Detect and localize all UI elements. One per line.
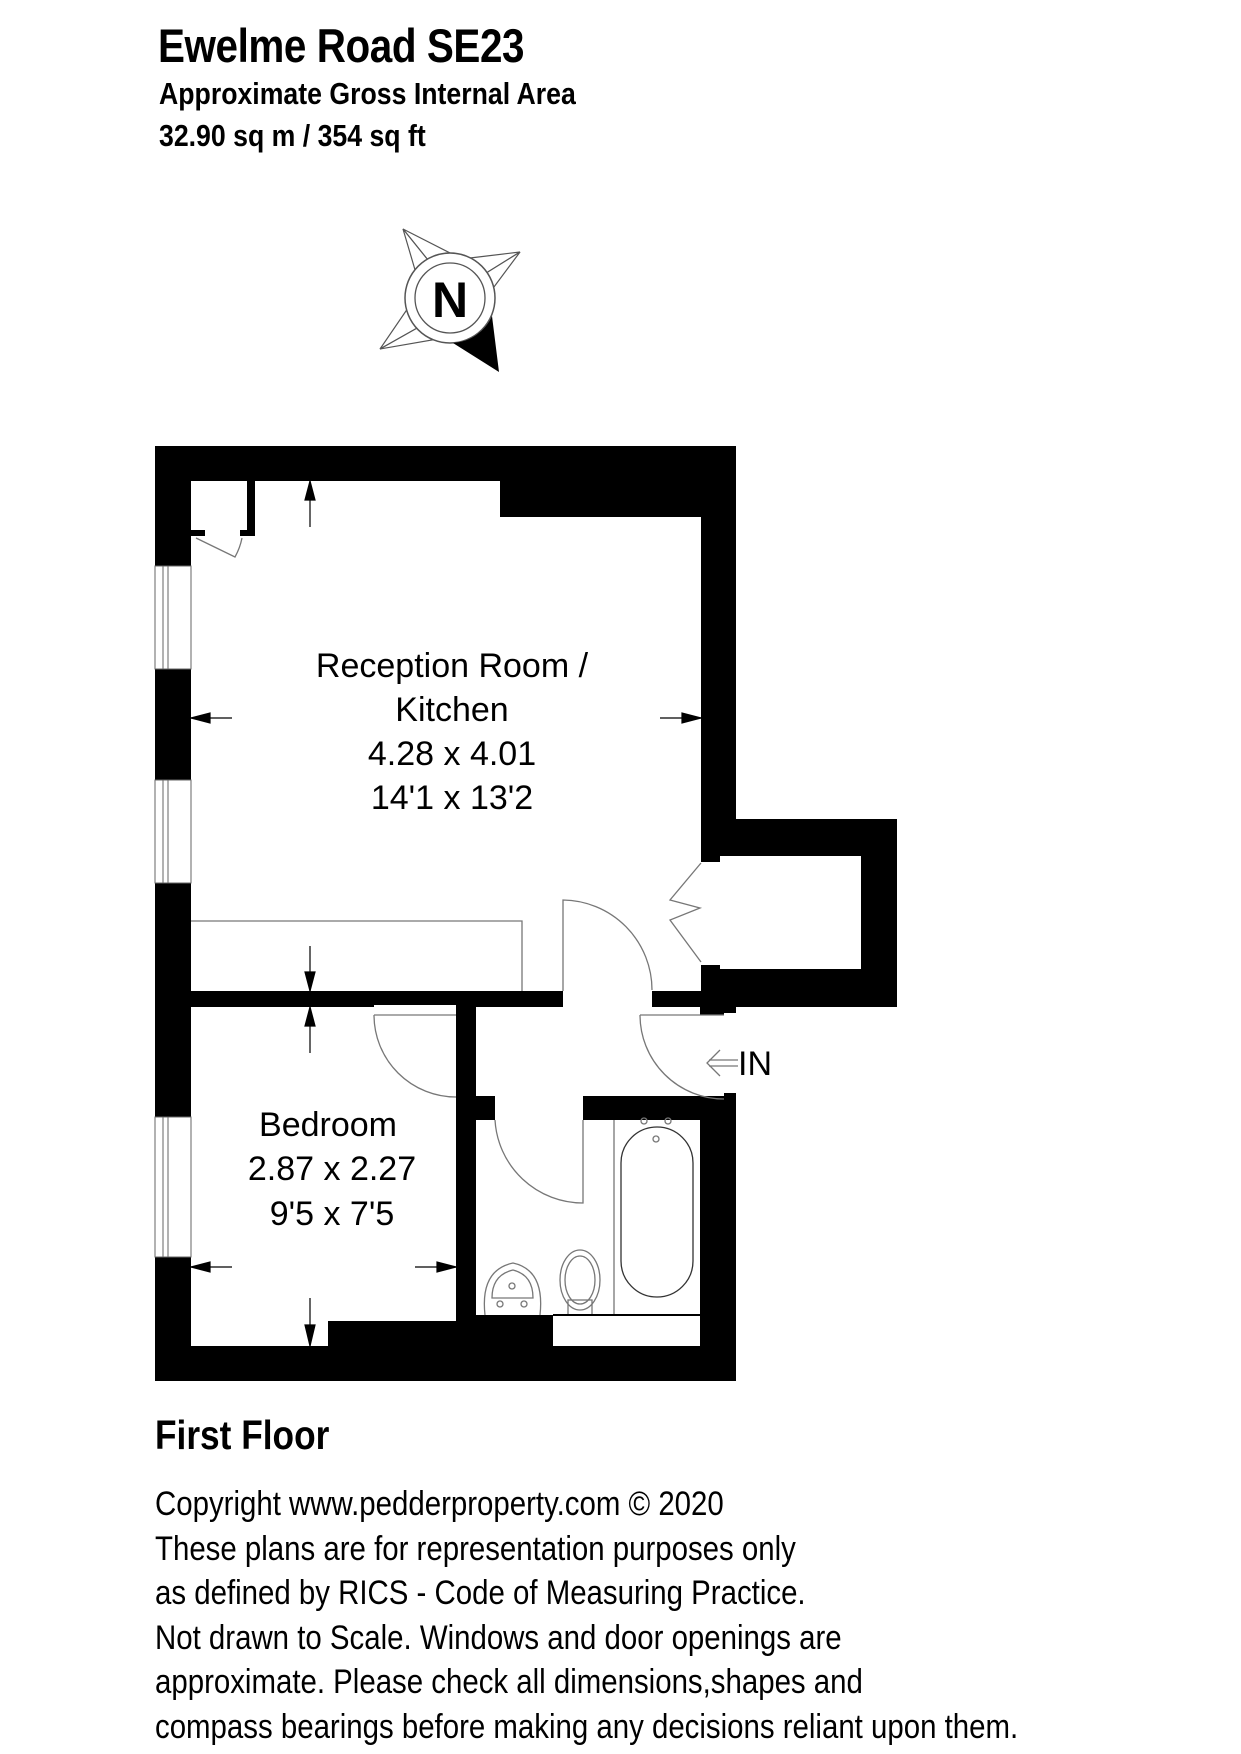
disclaimer-line: as defined by RICS - Code of Measuring P… <box>155 1574 806 1612</box>
washbasin <box>483 1262 542 1316</box>
toilet <box>559 1249 601 1311</box>
reception-door-swing <box>562 899 653 991</box>
room-metric: 2.87 x 2.27 <box>248 1150 416 1188</box>
room-imperial: 9'5 x 7'5 <box>270 1195 395 1233</box>
walls <box>155 446 897 1381</box>
bathroom-door-swing <box>494 1119 584 1204</box>
cupboard-double-door <box>668 862 703 963</box>
windows <box>154 565 192 1258</box>
disclaimer-line: These plans are for representation purpo… <box>155 1529 796 1568</box>
north-compass-icon: N <box>379 228 521 372</box>
entrance-door-swing <box>639 1014 725 1100</box>
entrance-label: IN <box>738 1045 772 1083</box>
bath-tap <box>664 1117 672 1125</box>
room-name: Reception Room / <box>316 647 589 685</box>
compass-letter: N <box>432 272 468 328</box>
room-name: Bedroom <box>259 1106 397 1144</box>
fixtures <box>191 537 725 1316</box>
room-name: Kitchen <box>395 691 508 729</box>
disclaimer: Copyright www.pedderproperty.com © 2020 … <box>155 1482 1018 1749</box>
bedroom-door-swing <box>373 1014 457 1098</box>
entrance-arrow-icon <box>706 1049 738 1077</box>
disclaimer-line: approximate. Please check all dimensions… <box>155 1663 863 1701</box>
bath <box>620 1126 694 1298</box>
cupboard-door-swing <box>195 537 243 558</box>
window <box>154 1116 192 1258</box>
room-metric: 4.28 x 4.01 <box>368 735 536 773</box>
bedroom-label: Bedroom 2.87 x 2.27 9'5 x 7'5 <box>248 1106 416 1233</box>
kitchen-counter <box>191 920 523 991</box>
window <box>154 565 192 670</box>
reception-room-label: Reception Room / Kitchen 4.28 x 4.01 14'… <box>316 647 589 817</box>
disclaimer-line: compass bearings before making any decis… <box>155 1707 1019 1746</box>
disclaimer-line: Not drawn to Scale. Windows and door ope… <box>155 1618 842 1657</box>
area-label: Approximate Gross Internal Area <box>159 76 576 111</box>
window <box>154 779 192 884</box>
bath-tap <box>640 1117 648 1125</box>
dimension-arrows <box>188 478 704 1347</box>
area-value: 32.90 sq m / 354 sq ft <box>159 118 426 153</box>
disclaimer-line: Copyright www.pedderproperty.com © 2020 <box>155 1485 724 1523</box>
property-title: Ewelme Road SE23 <box>158 19 525 72</box>
bath-drain <box>652 1135 660 1143</box>
room-imperial: 14'1 x 13'2 <box>371 779 533 817</box>
floor-label: First Floor <box>155 1412 330 1458</box>
